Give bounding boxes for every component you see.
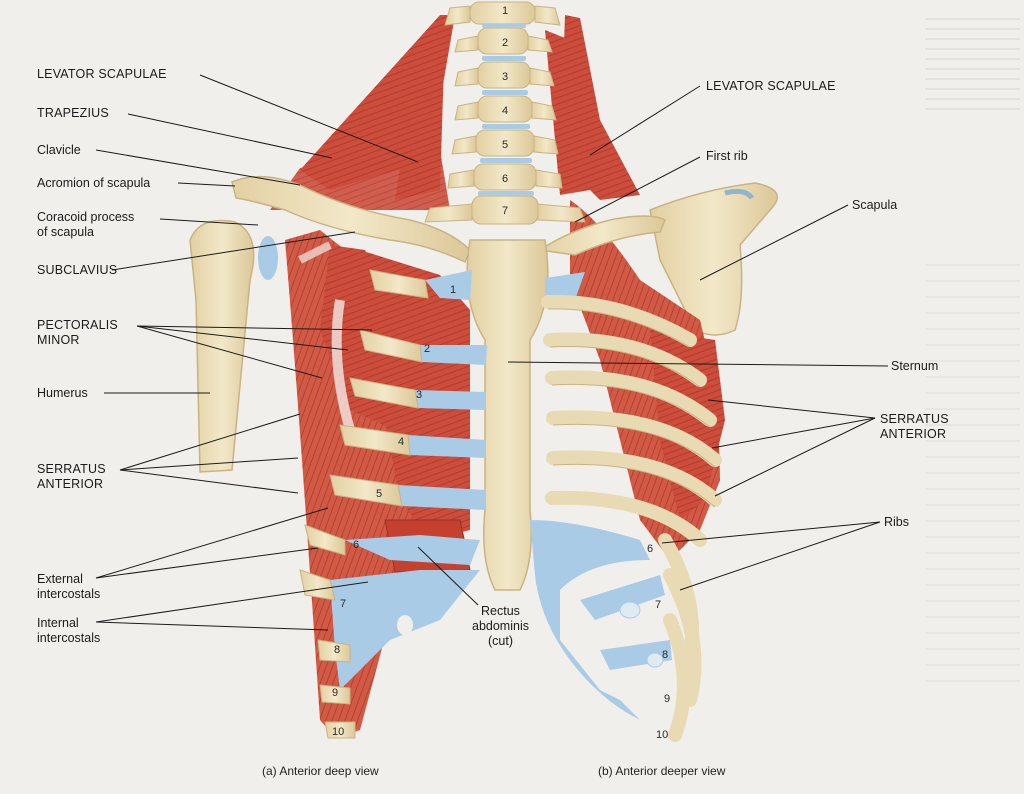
right-ribs <box>530 272 722 742</box>
label-serratus-line2: ANTERIOR <box>37 477 104 491</box>
vertebra-number: 1 <box>502 5 508 17</box>
label-coracoid-line2: of scapula <box>37 225 94 239</box>
label-sternum: Sternum <box>891 359 939 373</box>
vertebra-number: 5 <box>502 139 508 151</box>
rib-number: 10 <box>656 729 668 741</box>
humerus-bone <box>189 219 278 473</box>
rib-number: 6 <box>353 539 359 551</box>
label-acromion: Acromion of scapula <box>37 176 151 190</box>
rib-number: 3 <box>416 389 422 401</box>
rib-number: 6 <box>647 543 653 555</box>
label-rectus-line1: Rectus <box>481 604 520 618</box>
label-trapezius: TRAPEZIUS <box>37 106 109 120</box>
right-scapula <box>649 182 779 336</box>
vertebra-number: 3 <box>502 71 508 83</box>
label-serratus-right-line2: ANTERIOR <box>880 427 947 441</box>
vertebra-number: 2 <box>502 37 508 49</box>
rib-number: 1 <box>450 284 456 296</box>
label-internal-line2: intercostals <box>37 631 101 645</box>
label-subclavius: SUBCLAVIUS <box>37 263 118 277</box>
vertebra-number: 6 <box>502 173 508 185</box>
right-rib-number-labels: 6 7 8 9 10 <box>647 543 670 741</box>
label-serratus-line1: SERRATUS <box>37 462 106 476</box>
rib-number: 5 <box>376 488 382 500</box>
label-humerus: Humerus <box>37 386 88 400</box>
label-pectoralis-line1: PECTORALIS <box>37 318 118 332</box>
label-pectoralis-minor: PECTORALIS MINOR <box>37 318 118 348</box>
rib-number: 4 <box>398 436 404 448</box>
rib-number: 10 <box>332 726 344 738</box>
label-internal-line1: Internal <box>37 616 79 630</box>
label-rectus-line2: abdominis <box>472 619 529 633</box>
label-serratus-anterior-left: SERRATUS ANTERIOR <box>37 462 106 492</box>
label-coracoid-process: Coracoid process of scapula <box>37 210 134 240</box>
rib-number: 8 <box>662 649 668 661</box>
left-rib-number-labels: 1 2 3 4 5 6 7 8 9 10 <box>332 284 456 738</box>
label-serratus-anterior-right: SERRATUS ANTERIOR <box>880 412 949 442</box>
vertebra-number: 4 <box>502 105 508 117</box>
rib-number: 2 <box>424 343 430 355</box>
label-ribs: Ribs <box>884 515 910 529</box>
label-external-line2: intercostals <box>37 587 101 601</box>
background-page-text <box>925 10 1020 110</box>
label-pectoralis-line2: MINOR <box>37 333 80 347</box>
cervical-vertebrae <box>424 1 586 225</box>
caption-anterior-deeper-view: (b) Anterior deeper view <box>598 764 726 778</box>
left-ribs <box>299 269 487 739</box>
label-external-intercostals: External intercostals <box>37 572 100 602</box>
rib-number: 9 <box>332 687 338 699</box>
rib-number: 9 <box>664 693 670 705</box>
caption-anterior-deep-view: (a) Anterior deep view <box>262 764 379 778</box>
label-first-rib: First rib <box>706 149 748 163</box>
label-serratus-right-line1: SERRATUS <box>880 412 949 426</box>
label-levator-scapulae-right: LEVATOR SCAPULAE <box>706 79 836 93</box>
label-internal-intercostals: Internal intercostals <box>37 616 100 646</box>
label-clavicle: Clavicle <box>37 143 81 157</box>
sternum <box>466 239 549 591</box>
label-rectus-abdominis: Rectus abdominis (cut) <box>472 604 529 649</box>
vertebra-number-labels: 1 2 3 4 5 6 7 <box>502 5 508 217</box>
rib-number: 7 <box>340 598 346 610</box>
leader-lines <box>95 74 889 631</box>
label-scapula: Scapula <box>852 198 898 212</box>
background-page-text <box>925 250 1020 690</box>
vertebra-number: 7 <box>502 205 508 217</box>
label-levator-scapulae-left: LEVATOR SCAPULAE <box>37 67 167 81</box>
label-coracoid-line1: Coracoid process <box>37 210 135 224</box>
rib-number: 8 <box>334 644 340 656</box>
label-rectus-line3: (cut) <box>487 634 513 648</box>
label-external-line1: External <box>37 572 83 586</box>
rib-number: 7 <box>655 599 661 611</box>
